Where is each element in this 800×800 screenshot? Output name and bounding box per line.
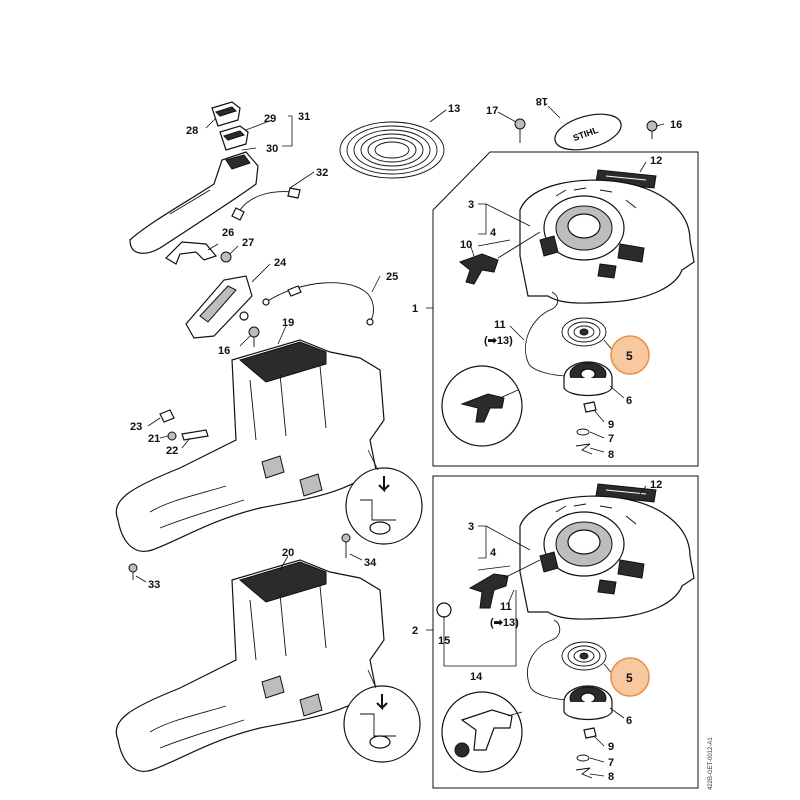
callout-2: 2	[412, 625, 418, 637]
callout-13-top: 13	[448, 103, 460, 115]
screw-16-right	[646, 120, 658, 139]
callout-5-bottom: 5	[626, 671, 633, 685]
rope-rotor-6-top	[563, 361, 613, 397]
clip-26	[165, 241, 218, 265]
callout-17: 17	[486, 105, 498, 117]
housing-19	[115, 339, 385, 552]
starter-grip-10	[458, 231, 541, 285]
callout-18: 18	[536, 95, 548, 107]
callout-9-bottom: 9	[608, 741, 614, 753]
sleeve-21	[167, 431, 177, 441]
callout-21: 21	[148, 433, 160, 445]
callout-26: 26	[222, 227, 234, 239]
assembly-box-2	[432, 475, 699, 789]
callout-15: 15	[438, 635, 450, 647]
callout-7-bottom: 7	[608, 757, 614, 769]
pawl-9-top	[583, 401, 597, 413]
washer-7-top	[576, 428, 590, 436]
callout-32: 32	[316, 167, 328, 179]
callout-16-right: 16	[670, 119, 682, 131]
callout-5-top: 5	[626, 349, 633, 363]
callout-11-bottom: 11	[500, 601, 512, 613]
assembly-box-1	[432, 151, 699, 467]
switch-parts	[211, 101, 249, 151]
rope-rotor-6-bottom	[563, 685, 613, 721]
callout-10: 10	[460, 239, 472, 251]
callout-7-top: 7	[608, 433, 614, 445]
pin-22	[181, 429, 209, 441]
throttle-cable-25	[262, 282, 374, 326]
callout-3-top: 3	[468, 199, 474, 211]
screw-34	[341, 533, 351, 558]
pawl-9-bottom	[583, 727, 597, 739]
screw-17	[514, 118, 526, 143]
highlight-callout-5-top[interactable]: 5	[610, 335, 650, 375]
callout-29: 29	[264, 113, 276, 125]
starter-rope-11-top	[525, 291, 571, 377]
screw-16-left	[248, 326, 260, 347]
detail-circle-housing-top	[345, 449, 423, 545]
callout-labels: 28 29 31 30 32 13 17 18 16 12 3 4 10 26 …	[130, 95, 682, 783]
callout-3-bottom: 3	[468, 521, 474, 533]
detail-circle-grip-bottom	[441, 691, 523, 773]
stihl-cap-18: STIHL	[554, 113, 622, 151]
callout-9-top: 9	[608, 419, 614, 431]
highlight-callout-5-bottom[interactable]: 5	[610, 657, 650, 697]
spring-clip-8-bottom	[575, 767, 593, 779]
callout-11-ref-top: (➡13)	[484, 335, 513, 347]
callout-4-bottom: 4	[490, 547, 497, 559]
rewind-spring-5-bottom	[561, 641, 607, 671]
callout-28: 28	[186, 125, 198, 137]
detail-circle-grip-top	[441, 365, 523, 447]
starter-housing-top	[519, 179, 695, 304]
callout-8-bottom: 8	[608, 771, 614, 783]
detail-circle-housing-bottom	[343, 669, 421, 763]
callout-12-top: 12	[650, 155, 662, 167]
cable-32	[231, 187, 301, 221]
handle-grip	[129, 151, 259, 254]
callout-11-ref-bottom: (➡13)	[490, 617, 519, 629]
starter-rope-11-bottom	[527, 619, 573, 701]
callout-34: 34	[364, 557, 377, 569]
callout-33: 33	[148, 579, 160, 591]
callout-22: 22	[166, 445, 178, 457]
lever-24	[185, 275, 253, 339]
rewind-spring-5-top	[561, 317, 607, 347]
spring-clip-8-top	[575, 443, 593, 455]
callout-27: 27	[242, 237, 254, 249]
callout-1: 1	[412, 303, 418, 315]
callout-23: 23	[130, 421, 142, 433]
callout-25: 25	[386, 271, 398, 283]
callout-19: 19	[282, 317, 294, 329]
nut-27	[220, 251, 232, 263]
callout-31: 31	[298, 111, 310, 123]
callout-14: 14	[470, 671, 483, 683]
leader-lines	[135, 105, 665, 777]
callout-11-top: 11	[494, 319, 506, 331]
starter-housing-bottom	[519, 495, 695, 620]
callout-6-top: 6	[626, 395, 632, 407]
callout-12-bottom: 12	[650, 479, 662, 491]
housing-20	[115, 559, 385, 772]
callout-4-top: 4	[490, 227, 497, 239]
callout-6-bottom: 6	[626, 715, 632, 727]
bolt-23	[159, 409, 175, 423]
callout-24: 24	[274, 257, 287, 269]
washer-7-bottom	[576, 754, 590, 762]
document-id: 422B-GET-0012-A1	[708, 737, 714, 790]
callout-8-top: 8	[608, 449, 614, 461]
callout-30: 30	[266, 143, 278, 155]
screw-33	[128, 563, 138, 580]
rewind-spring-13	[339, 121, 445, 179]
callout-20: 20	[282, 547, 294, 559]
callout-16-left: 16	[218, 345, 230, 357]
